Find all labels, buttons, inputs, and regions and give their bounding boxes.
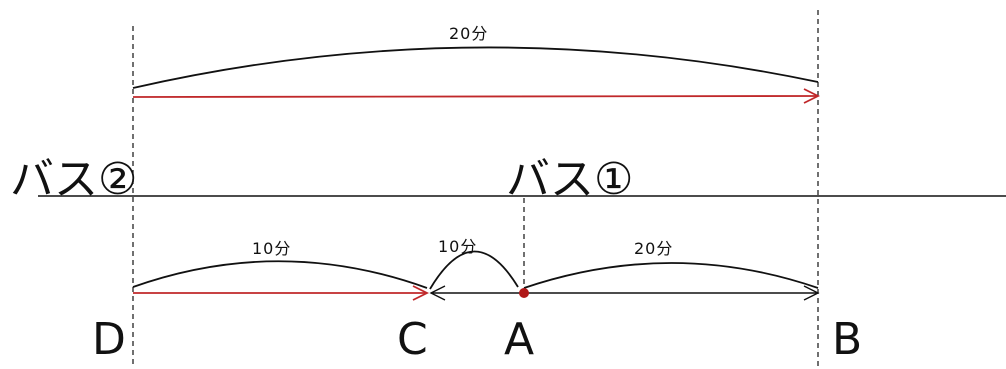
top-red-arrow-db <box>132 95 819 98</box>
point-a-label: A <box>504 314 534 365</box>
ca-duration-label: 10分 <box>438 237 477 256</box>
point-b-label: B <box>832 314 862 365</box>
arc-dc <box>132 260 428 289</box>
lower-red-arrowhead <box>412 285 430 301</box>
top-arc-db <box>132 46 819 89</box>
arc-ca <box>429 250 519 290</box>
arc-ab <box>523 262 819 289</box>
point-a-dot <box>519 288 529 298</box>
top-duration-label: 20分 <box>449 24 488 43</box>
bus1-label: バス① <box>506 154 633 205</box>
point-c-label: C <box>397 314 428 365</box>
top-red-arrowhead <box>803 88 821 104</box>
point-d-label: D <box>92 314 126 365</box>
arrowhead-c <box>429 285 446 301</box>
bus2-label: バス② <box>10 154 137 205</box>
ab-duration-label: 20分 <box>634 239 673 258</box>
dc-duration-label: 10分 <box>252 239 291 258</box>
arrowhead-b <box>803 285 820 301</box>
